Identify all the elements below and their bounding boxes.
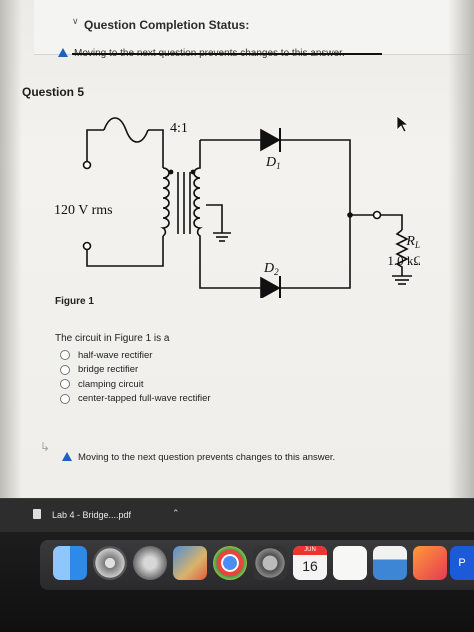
input-wire-top	[86, 129, 104, 161]
option-half-wave[interactable]: half-wave rectifier	[60, 348, 211, 363]
radio-bridge[interactable]	[60, 364, 70, 375]
load-resistor-value: 1.0 kΩ	[387, 253, 420, 268]
launchpad-icon[interactable]	[133, 546, 167, 580]
pdf-file-icon	[33, 509, 41, 519]
chevron-up-icon[interactable]: ⌃	[172, 508, 180, 518]
ac-source-sine	[103, 117, 149, 143]
primary-wire-top	[148, 129, 164, 168]
input-terminal-top	[82, 160, 92, 170]
figure-label: Figure 1	[55, 296, 94, 307]
photos-bird-icon[interactable]	[173, 546, 207, 580]
option-center-tapped[interactable]: center-tapped full-wave rectifier	[60, 392, 211, 407]
bottom-warning: Moving to the next question prevents cha…	[62, 452, 335, 463]
d2-label: D2	[263, 261, 279, 277]
primary-winding	[160, 167, 170, 237]
bottom-warning-text: Moving to the next question prevents cha…	[78, 452, 336, 463]
radio-clamping[interactable]	[60, 379, 70, 390]
siri-icon[interactable]	[93, 546, 127, 580]
secondary-bottom-wire	[199, 268, 261, 289]
diode-d2-triangle	[260, 276, 281, 298]
load-resistor-label: RL	[405, 234, 420, 250]
completion-status-panel: ∨ Question Completion Status:	[34, 0, 474, 55]
finder-icon[interactable]	[53, 546, 87, 580]
calendar-month: JUN	[293, 546, 327, 555]
warning-icon	[58, 48, 68, 57]
radio-half-wave[interactable]	[60, 350, 70, 361]
output-terminal	[372, 210, 382, 220]
question-text: The circuit in Figure 1 is a	[55, 333, 170, 344]
option-bridge[interactable]: bridge rectifier	[60, 363, 211, 378]
input-terminal-bottom	[82, 241, 92, 251]
d2-output-wire	[280, 215, 351, 289]
option-label: clamping circuit	[78, 378, 144, 390]
option-label: bridge rectifier	[78, 364, 139, 376]
preview-icon[interactable]	[373, 546, 407, 580]
load-resistor	[395, 229, 409, 276]
notes-icon[interactable]	[333, 546, 367, 580]
question-title: Question 5	[22, 85, 85, 99]
answer-options: half-wave rectifier bridge rectifier cla…	[60, 348, 211, 406]
polarity-dot-primary	[168, 169, 174, 175]
d1-label: D1	[265, 155, 281, 171]
warning-icon	[62, 452, 72, 461]
radio-center-tapped[interactable]	[60, 393, 70, 404]
system-preferences-icon[interactable]	[253, 546, 287, 580]
load-wire-top	[381, 214, 403, 230]
partial-app-icon[interactable]: P	[450, 546, 474, 580]
calendar-icon[interactable]: JUN 16	[293, 546, 327, 580]
top-warning-strike-line	[72, 53, 382, 55]
option-label: center-tapped full-wave rectifier	[78, 393, 211, 405]
secondary-winding	[193, 140, 203, 268]
download-filename[interactable]: Lab 4 - Bridge....pdf	[52, 510, 132, 520]
turns-ratio-label: 4:1	[170, 121, 188, 136]
circuit-diagram: 4:1 120 V rms D1 D2 RL 1.0 kΩ	[54, 115, 420, 298]
source-voltage-label: 120 V rms	[54, 203, 113, 218]
d1-output-wire	[280, 139, 351, 215]
center-tap-wire	[206, 204, 223, 233]
mouse-cursor-icon	[396, 115, 410, 133]
option-clamping[interactable]: clamping circuit	[60, 377, 211, 392]
chrome-icon[interactable]	[213, 546, 247, 580]
completion-status-title: Question Completion Status:	[84, 18, 250, 32]
option-label: half-wave rectifier	[78, 349, 153, 361]
diode-d1-triangle	[260, 128, 281, 152]
download-bar: Lab 4 - Bridge....pdf ⌃	[0, 498, 474, 533]
app-store-icon[interactable]	[413, 546, 447, 580]
input-wire-bottom	[86, 236, 164, 267]
next-arrow-icon: ↳	[40, 440, 51, 454]
browser-page: ∨ Question Completion Status: Moving to …	[0, 0, 474, 498]
collapse-chevron-icon[interactable]: ∨	[72, 16, 79, 26]
calendar-day: 16	[302, 558, 318, 574]
